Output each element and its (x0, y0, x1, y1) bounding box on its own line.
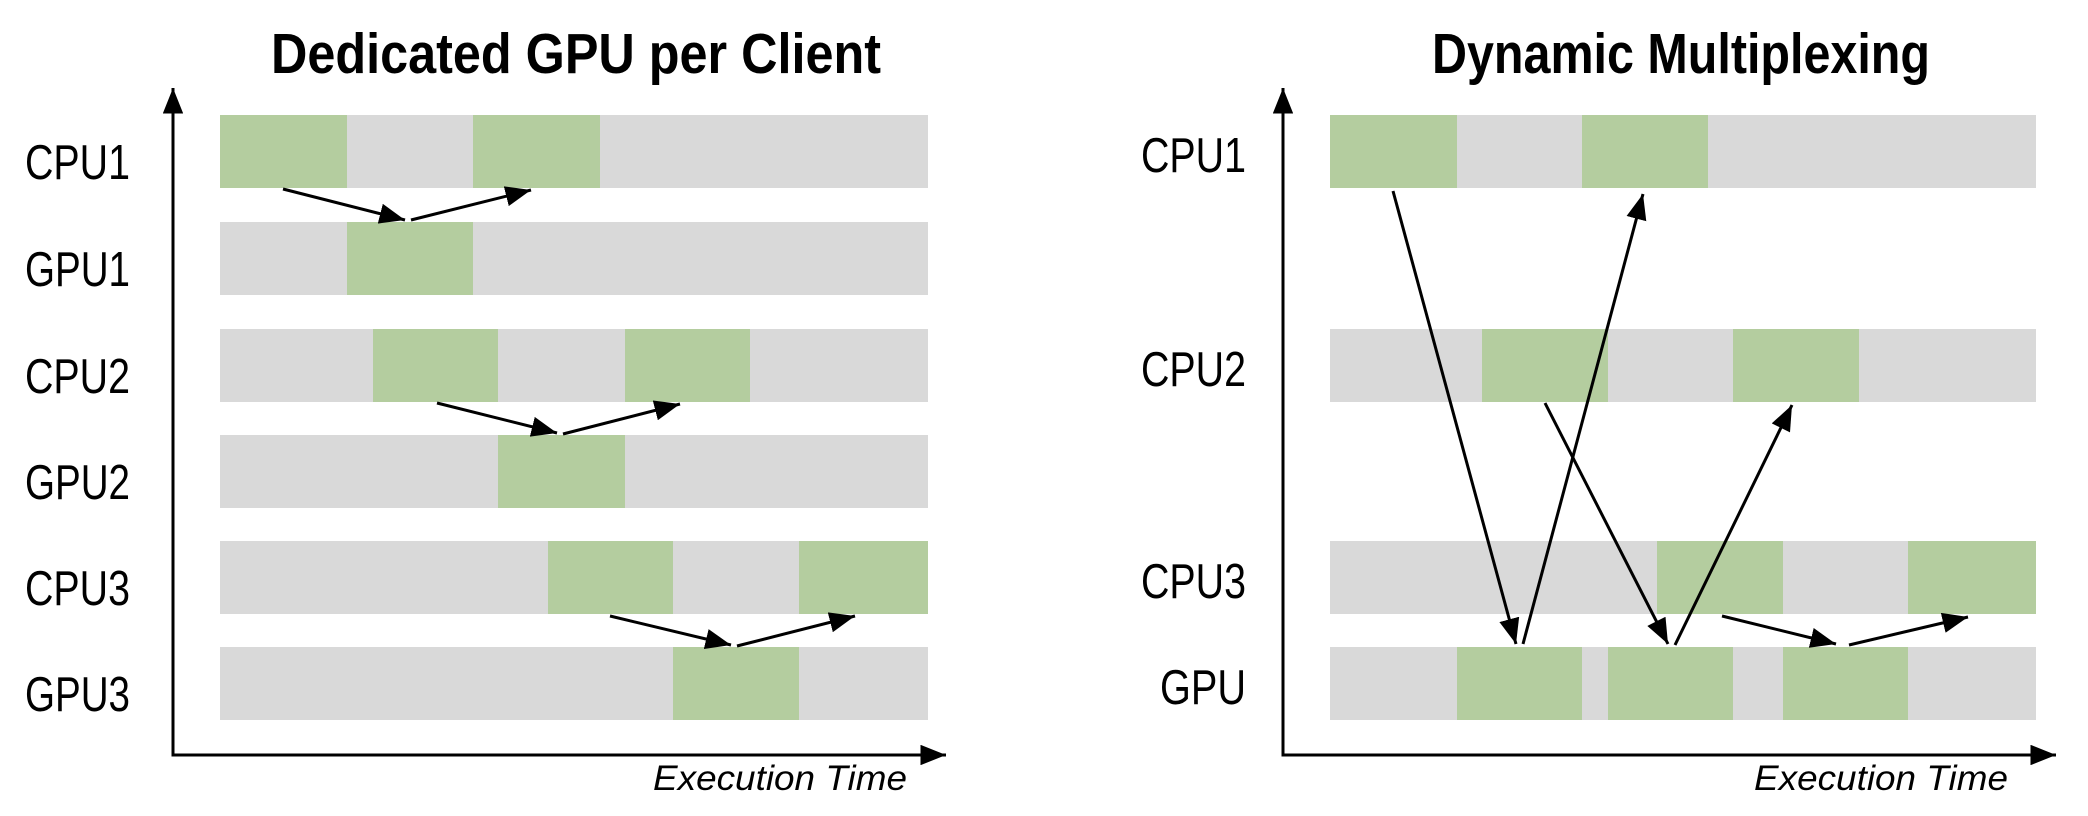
dynamic-multiplexing-flow-arrow (1543, 402, 1670, 645)
dedicated-gpu-per-client-cpu2-busy-segment (625, 329, 750, 402)
dynamic-multiplexing-cpu1-busy-segment (1330, 115, 1457, 188)
dedicated-gpu-per-client-gpu3-idle-bar (220, 647, 928, 720)
dedicated-gpu-per-client-cpu2-idle-bar (220, 329, 928, 402)
dynamic-multiplexing-cpu2-busy-segment (1482, 329, 1608, 402)
dynamic-multiplexing-row-label-gpu: GPU (1160, 661, 1246, 715)
dedicated-gpu-per-client-row-label-cpu2: CPU2 (25, 350, 130, 404)
dedicated-gpu-per-client-row-label-gpu2: GPU2 (25, 456, 130, 510)
dynamic-multiplexing-cpu3-busy-segment (1908, 541, 2036, 614)
dedicated-gpu-per-client-cpu1-busy-segment (473, 115, 600, 188)
dedicated-gpu-per-client-gpu3-busy-segment (673, 647, 799, 720)
dedicated-gpu-per-client-row-label-gpu3: GPU3 (25, 668, 130, 722)
dynamic-multiplexing-flow-arrow (1673, 404, 1794, 646)
dedicated-gpu-per-client-row-label-gpu1: GPU1 (25, 243, 130, 297)
dedicated-gpu-per-client-flow-arrow (736, 612, 856, 648)
dedicated-gpu-per-client-gpu2-busy-segment (498, 435, 625, 508)
dedicated-gpu-per-client-title: Dedicated GPU per Client (271, 22, 881, 86)
dedicated-gpu-per-client-flow-arrow (562, 400, 681, 436)
dedicated-gpu-per-client-flow-arrow (609, 614, 732, 649)
dedicated-gpu-per-client-flow-arrow (282, 187, 406, 224)
dedicated-gpu-per-client-flow-arrow (410, 186, 532, 222)
dynamic-multiplexing-flow-arrow (1521, 193, 1647, 645)
dedicated-gpu-per-client-x-axis-label: Execution Time (653, 759, 907, 798)
dynamic-multiplexing-flow-arrow (1391, 190, 1520, 645)
dynamic-multiplexing-flow-arrow (1721, 614, 1837, 648)
dedicated-gpu-per-client-gpu1-busy-segment (347, 222, 473, 295)
dynamic-multiplexing-row-label-cpu3: CPU3 (1141, 555, 1246, 609)
dynamic-multiplexing-title: Dynamic Multiplexing (1432, 22, 1930, 86)
dedicated-gpu-per-client-cpu3-busy-segment (799, 541, 928, 614)
dedicated-gpu-per-client-cpu1-busy-segment (220, 115, 347, 188)
dedicated-gpu-per-client-flow-arrow (436, 401, 558, 437)
dynamic-multiplexing-cpu1-busy-segment (1582, 115, 1708, 188)
dynamic-multiplexing-gpu-busy-segment (1783, 647, 1908, 720)
dynamic-multiplexing-gpu-busy-segment (1457, 647, 1582, 720)
dynamic-multiplexing-x-axis-label: Execution Time (1754, 759, 2008, 798)
dedicated-gpu-per-client-row-label-cpu1: CPU1 (25, 136, 130, 190)
dynamic-multiplexing-row-label-cpu2: CPU2 (1141, 343, 1246, 397)
dedicated-gpu-per-client-row-label-cpu3: CPU3 (25, 562, 130, 616)
dedicated-gpu-per-client-gpu1-idle-bar (220, 222, 928, 295)
dynamic-multiplexing-flow-arrow (1848, 612, 1969, 647)
dynamic-multiplexing-row-label-cpu1: CPU1 (1141, 129, 1246, 183)
dedicated-gpu-per-client-cpu2-busy-segment (373, 329, 498, 402)
dynamic-multiplexing-gpu-busy-segment (1608, 647, 1733, 720)
dedicated-gpu-per-client-chart: Dedicated GPU per ClientCPU1GPU1CPU2GPU2… (25, 22, 946, 798)
dynamic-multiplexing-cpu2-idle-bar (1330, 329, 2036, 402)
dedicated-gpu-per-client-cpu3-busy-segment (548, 541, 673, 614)
dynamic-multiplexing-cpu2-busy-segment (1733, 329, 1859, 402)
